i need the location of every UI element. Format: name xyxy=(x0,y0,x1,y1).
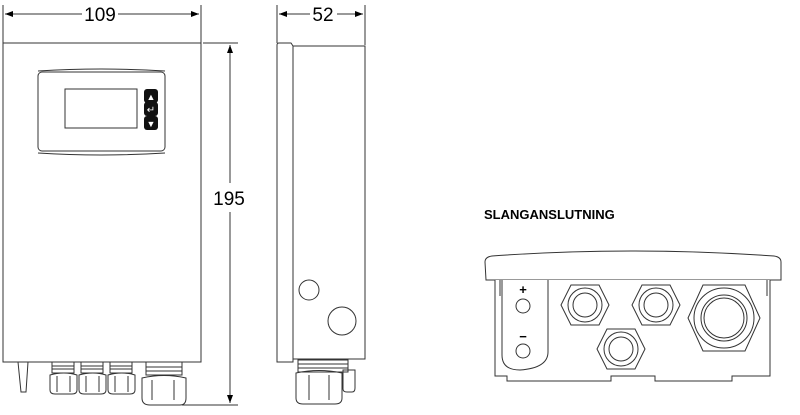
up-button[interactable] xyxy=(144,89,158,103)
enter-button[interactable] xyxy=(144,102,158,116)
cable-gland xyxy=(49,361,78,395)
cable-glands-front xyxy=(49,361,187,406)
side-view: 52 xyxy=(276,5,366,405)
cable-gland-bottom xyxy=(596,328,646,370)
front-view: 109 ▲ ↵ ▼ xyxy=(2,5,245,406)
bottom-view-title: SLANGANSLUTNING xyxy=(484,207,615,222)
bottom-view: SLANGANSLUTNING + − xyxy=(484,207,782,382)
mounting-lip xyxy=(276,42,294,363)
cable-gland-bottom-large xyxy=(687,284,761,352)
width-dimension: 109 xyxy=(84,5,116,26)
down-button[interactable] xyxy=(144,116,158,130)
cable-gland xyxy=(78,361,107,395)
cable-gland-bottom xyxy=(631,284,681,326)
cable-gland-bottom xyxy=(560,284,610,326)
display-bezel-top xyxy=(37,68,166,72)
terminal-recess xyxy=(501,280,549,371)
display-bezel-bottom xyxy=(37,152,166,156)
negative-terminal xyxy=(515,343,531,359)
positive-terminal xyxy=(515,298,531,314)
body-edge xyxy=(499,280,768,296)
antenna xyxy=(17,361,29,393)
minus-label: − xyxy=(519,329,527,344)
arrow-down-icon: ▼ xyxy=(147,119,156,129)
height-dimension: 195 xyxy=(213,189,245,210)
depth-dimension: 52 xyxy=(312,5,333,26)
cable-gland xyxy=(107,361,136,395)
plus-label: + xyxy=(519,282,527,297)
side-port xyxy=(298,279,320,301)
cable-gland-side xyxy=(295,359,356,405)
display-buttons: ▲ ↵ ▼ xyxy=(144,89,158,130)
enclosure-side xyxy=(292,45,366,360)
arrow-up-icon: ▲ xyxy=(147,92,156,102)
enter-icon: ↵ xyxy=(147,105,155,116)
enclosure-body xyxy=(494,280,771,382)
lcd-screen xyxy=(64,88,138,129)
enclosure-lid xyxy=(484,250,782,281)
cable-gland-large xyxy=(141,361,187,406)
side-port xyxy=(327,306,357,336)
